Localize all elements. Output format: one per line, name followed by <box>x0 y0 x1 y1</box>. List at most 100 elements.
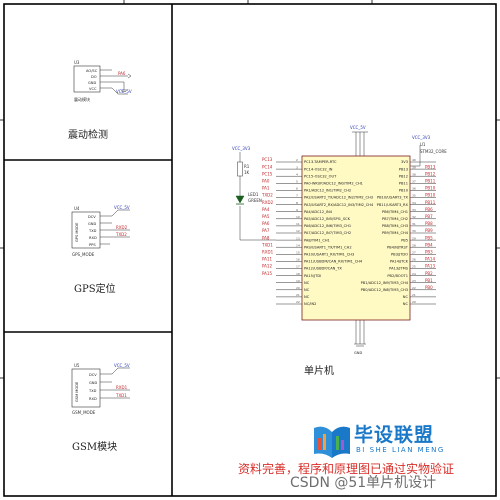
mcu-left-pin-net[interactable]: PA6 <box>262 221 270 226</box>
mcu-right-pin-net[interactable]: PB10 <box>425 186 436 191</box>
mcu-left-pin-net[interactable]: PA8 <box>262 235 270 240</box>
mcu-right-pin-name: PB0/ADC12_IN8/TIM3_CH3 <box>361 288 408 292</box>
mcu-left-pin-number: 16 <box>296 258 300 262</box>
mcu-right-pin-net[interactable]: PB6 <box>425 207 433 212</box>
mcu-core[interactable]: VCC_5V VCC_3V3 U1 STM32_CORE GND PC13-TA… <box>261 125 447 355</box>
mcu-left-pin-number: 19 <box>296 279 300 283</box>
gps-module[interactable]: U4 GPS MODE DCV GND TXD RXD PPS VCC_5V R… <box>71 205 130 257</box>
mcu-right-pin-name: PB6/TIM4_CH1 <box>382 210 408 214</box>
border-ticks <box>0 0 500 379</box>
mcu-right-pin-net[interactable]: PB1 <box>425 278 433 283</box>
mcu-right-pin-number: 33 <box>412 208 416 212</box>
mcu-left-pin-number: 15 <box>296 251 300 255</box>
mcu-right-supply: VCC_3V3 <box>412 135 431 140</box>
mcu-left-pin-number: 18 <box>296 272 300 276</box>
mcu-left-pin-net[interactable]: PC14 <box>262 164 273 169</box>
mcu-left-pin-number: 13 <box>296 236 300 240</box>
gsm-body-label: GSM MODE <box>75 381 79 402</box>
vibration-name: 震动模块 <box>74 96 90 102</box>
mcu-right-pin-name: PB9/TIM4_CH4 <box>382 231 409 235</box>
mcu-right-pin-name: PB1/ADC12_IN9/TIM3_CH4 <box>361 281 409 285</box>
mcu-left-pin-name: PA11/USBDM/CAN_RX/TIM1_CH4 <box>304 260 363 264</box>
mcu-left-pin-net[interactable]: PA15 <box>262 271 272 276</box>
mcu-right-pin-net[interactable]: PB9 <box>425 228 433 233</box>
gps-body-label: GPS MODE <box>75 222 79 242</box>
mcu-right-pin-number: 21 <box>412 293 416 297</box>
gps-net-vcc: VCC_5V <box>114 205 130 210</box>
gps-pin-3: TXD <box>88 229 97 233</box>
brand-name: 毕设联盟 <box>354 424 435 446</box>
mcu-left-pin-number: 9 <box>296 208 298 212</box>
mcu-left-pin-net[interactable]: TXD2 <box>261 193 273 198</box>
mcu-left-pin-name: PA12/USBDP/CAN_TX <box>304 267 342 271</box>
mcu-right-pin-number: 37 <box>412 180 416 184</box>
vibration-pin-1: AO/SC <box>86 69 98 73</box>
mcu-left-pin-net[interactable]: PA7 <box>262 228 270 233</box>
mcu-left-pin-number: 7 <box>296 194 298 198</box>
mcu-left-pin-name: NC/IN2 <box>304 302 316 306</box>
mcu-right-pin-number: 29 <box>412 236 416 240</box>
led-indicator[interactable]: VCC_3V3 R1 1K LED1 GREEN <box>232 146 276 241</box>
mcu-right-pin-net[interactable]: PB4 <box>425 242 433 247</box>
mcu-left-pin-net[interactable]: PA4 <box>262 207 270 212</box>
mcu-left-pin-number: 3 <box>296 165 298 169</box>
watermark: CSDN @51单片机设计 <box>290 475 437 491</box>
mcu-right-pin-net[interactable]: PB11 <box>425 200 436 205</box>
gsm-net-vcc: VCC_5V <box>114 363 130 368</box>
mcu-left-pin-net[interactable]: TXD1 <box>261 242 273 247</box>
gps-panel-title: GPS定位 <box>74 284 116 295</box>
mcu-left-pin-name: NC <box>304 295 310 299</box>
footer-note: 资料完善，程序和原理图已通过实物验证 <box>238 462 455 476</box>
mcu-right-pin-number: 39 <box>412 165 416 169</box>
mcu-right-pin-name: NC <box>403 295 409 299</box>
gsm-ref: U5 <box>74 363 80 368</box>
mcu-right-pin-name: PB10/USART3_TX <box>377 196 409 200</box>
mcu-left-pin-net[interactable]: PA12 <box>262 264 272 269</box>
mcu-left-pin-name: PA15/JTDI <box>304 274 321 278</box>
mcu-right-pin-number: 31 <box>412 222 416 226</box>
brand-pinyin: BI SHE LIAN MENG <box>356 446 445 454</box>
mcu-right-pin-net[interactable]: PB8 <box>425 221 433 226</box>
brand-logo-icon <box>314 426 350 458</box>
mcu-right-pin-name: PB5 <box>401 238 408 242</box>
mcu-right-pin-net[interactable]: PB12 <box>425 171 436 176</box>
mcu-left-pin-net[interactable]: PA1 <box>262 186 270 191</box>
mcu-left-pin-net[interactable]: RXD1 <box>262 250 274 255</box>
mcu-right-pin-net[interactable]: PA13 <box>425 264 435 269</box>
mcu-right-pin-net[interactable]: PB7 <box>425 214 433 219</box>
resistor-value: 1K <box>244 170 250 175</box>
mcu-right-pin-name: PB11/USART3_RX <box>377 203 409 207</box>
mcu-right-pin-name: NC <box>403 302 409 306</box>
mcu-right-pin-net[interactable]: PB2 <box>425 271 433 276</box>
mcu-left-pin-net[interactable]: RXD2 <box>262 200 274 205</box>
mcu-right-pin-number: 24 <box>412 272 416 276</box>
mcu-right-pin-net[interactable]: PB0 <box>425 285 433 290</box>
mcu-left-pin-number: 21 <box>296 293 300 297</box>
mcu-left-pin-net[interactable]: PA11 <box>262 257 272 262</box>
vibration-module[interactable]: U3 AO/SC DO GND VCC PA6 VCC_5V 震动模块 <box>73 60 132 102</box>
mcu-right-pin-name: PB12 <box>399 174 408 178</box>
mcu-left-pin-net[interactable]: PC15 <box>262 171 273 176</box>
mcu-right-pin-number: 34 <box>412 201 416 205</box>
gsm-module[interactable]: U5 GSM MODE DCV GND TXD RXD VCC_5V RXD1 … <box>71 363 130 415</box>
mcu-right-pin-net[interactable]: PB3 <box>425 250 433 255</box>
mcu-left-pin-name: PA1/ADC12_IN1/TIM2_CH2 <box>304 189 351 193</box>
gps-pin-2: GND <box>88 222 96 226</box>
mcu-panel-title: 单片机 <box>304 366 334 377</box>
mcu-left-pin-name: PC13-TAMPER-RTC <box>304 160 337 164</box>
gps-name: GPS_MODE <box>72 252 95 257</box>
mcu-right-pin-net[interactable]: PB5 <box>425 235 433 240</box>
mcu-name: STM32_CORE <box>420 149 447 154</box>
mcu-left-pin-net[interactable]: PC13 <box>262 157 273 162</box>
mcu-right-pin-net[interactable]: PB13 <box>425 164 436 169</box>
mcu-right-pin-net[interactable]: PB10 <box>425 193 436 198</box>
mcu-left-pin-net[interactable]: PA0 <box>262 179 270 184</box>
mcu-left-pin-net[interactable]: PA5 <box>262 214 270 219</box>
mcu-right-pin-net[interactable]: PA14 <box>425 257 435 262</box>
mcu-right-pin-net[interactable]: PB11 <box>425 179 436 184</box>
gsm-net-txd: RXD1 <box>116 385 128 390</box>
mcu-right-pin-name: PB4/NJTRST <box>387 245 409 249</box>
gsm-panel-title: GSM模块 <box>72 442 118 453</box>
mcu-right-pin-name: PB7/TIM4_CH2 <box>382 217 408 221</box>
